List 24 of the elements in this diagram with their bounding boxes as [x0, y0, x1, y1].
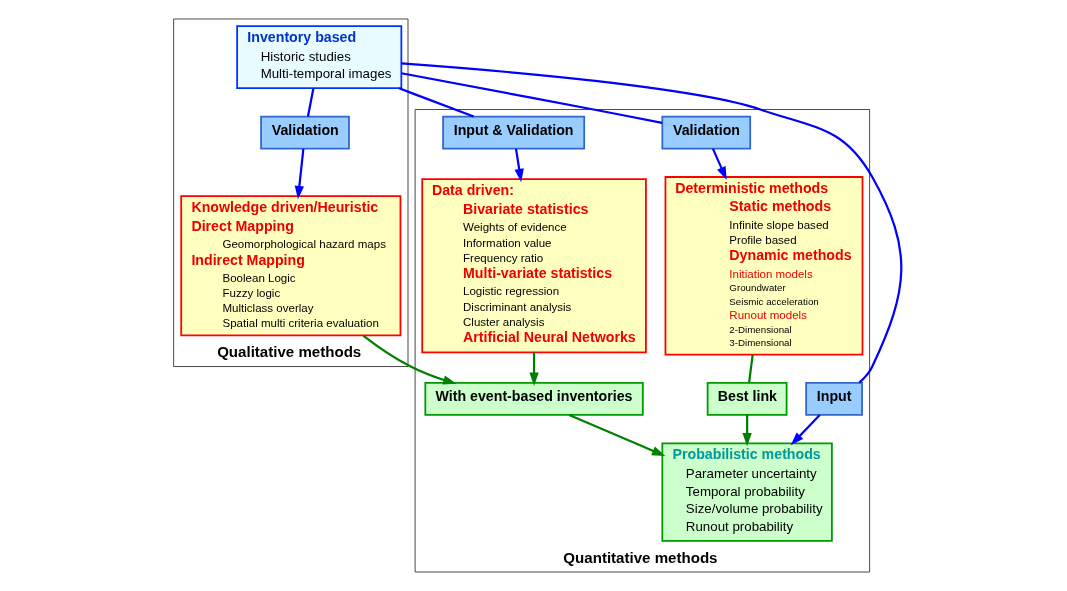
arrow [294, 148, 304, 200]
arrow [741, 414, 752, 447]
node-box: Probabilistic methods Parameter uncertainty Temporal probability Size/volume probability Runout probability [660, 442, 833, 542]
node-box: Data driven: Bivariate statistics Weights of evidence Information value Frequency ratio Multi-variate statistics Logistic regression Discriminant analysis Cluster analysis Artificial Neural Networks [420, 178, 647, 354]
arrow [790, 414, 821, 446]
connector [398, 87, 474, 118]
node-box: Deterministic methods Static methods Infinite slope based Profile based Dynamic methods Initiation models Groundwater Seismic acceleration Runout models 2-Dimensional 3-Dimensional [664, 176, 863, 356]
node-box: Knowledge driven/Heuristic Direct Mapping Geomorphological hazard maps Indirect Mapping Boolean Logic Fuzzy logic Multiclass overlay Spatial multi criteria evaluation [179, 195, 401, 337]
node-box: Validation [259, 115, 350, 150]
node-box: With event-based inventories [423, 382, 644, 416]
arrow [711, 148, 727, 180]
arrow [568, 413, 665, 457]
node-box: Inventory based Historic studies Multi-temporal images [235, 25, 402, 90]
connector [400, 72, 662, 124]
node-box: Best link [706, 382, 787, 416]
connector [747, 354, 754, 383]
node-box: Input & Validation [441, 115, 585, 150]
node-box: Validation [660, 115, 751, 150]
arrow [514, 148, 524, 183]
connector [306, 88, 314, 117]
node-box: Input [804, 382, 863, 416]
arrow [528, 352, 539, 386]
connector [400, 62, 902, 384]
arrow [362, 334, 456, 385]
